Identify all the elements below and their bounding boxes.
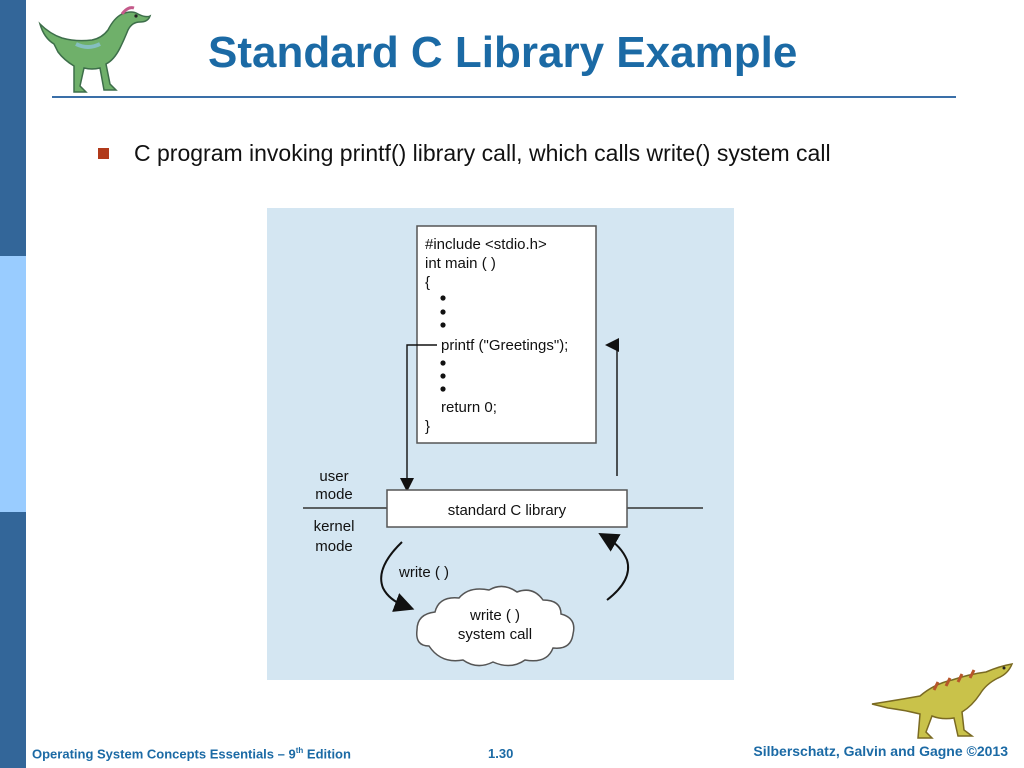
bullet-square-icon <box>98 148 109 159</box>
slide-title: Standard C Library Example <box>208 28 798 77</box>
library-label: standard C library <box>448 502 567 519</box>
syscall-return-arrow-icon <box>598 533 629 601</box>
footer-edition-suffix: Edition <box>303 746 351 762</box>
write-call-label: write ( ) <box>398 564 449 581</box>
footer-edition-text: Operating System Concepts Essentials – 9 <box>32 746 296 762</box>
bullet-text: C program invoking printf() library call… <box>134 140 831 166</box>
code-line-printf: printf ("Greetings"); <box>441 337 568 354</box>
footer-book-title: Operating System Concepts Essentials – 9… <box>32 746 351 761</box>
call-arrow-icon <box>400 344 437 492</box>
footer-edition-sup: th <box>295 746 304 755</box>
footer-copyright: Silberschatz, Galvin and Gagne ©2013 <box>753 743 1008 759</box>
code-line-close-brace: } <box>425 418 430 435</box>
ellipsis-dot-icon <box>440 360 446 366</box>
syscall-label-line1: write ( ) <box>469 607 520 624</box>
left-band-bottom <box>0 512 26 768</box>
library-box <box>386 489 628 528</box>
return-arrow-icon <box>605 338 619 476</box>
user-mode-label-line2: mode <box>315 486 353 503</box>
dinosaur-logo-icon <box>38 6 152 93</box>
code-line-main: int main ( ) <box>425 255 496 272</box>
code-box <box>416 225 597 444</box>
left-band-middle <box>0 256 26 512</box>
library-call-diagram: #include <stdio.h> int main ( ) { printf… <box>267 208 734 680</box>
syscall-label-line2: system call <box>458 626 532 643</box>
left-band-top <box>0 0 26 256</box>
title-divider <box>52 96 956 98</box>
ellipsis-dot-icon <box>440 309 446 315</box>
dinosaur-logo-icon <box>871 663 1014 739</box>
kernel-mode-label-line1: kernel <box>314 518 355 535</box>
bullet-item: C program invoking printf() library call… <box>98 140 831 167</box>
code-line-return: return 0; <box>441 399 497 416</box>
ellipsis-dot-icon <box>440 386 446 392</box>
code-line-include: #include <stdio.h> <box>425 236 547 253</box>
footer-page-number: 1.30 <box>488 746 514 761</box>
code-line-open-brace: { <box>425 274 430 291</box>
kernel-mode-label-line2: mode <box>315 538 353 555</box>
system-call-cloud <box>416 585 575 667</box>
ellipsis-dot-icon <box>440 373 446 379</box>
write-call-arrow-icon <box>380 541 415 612</box>
ellipsis-dot-icon <box>440 295 446 301</box>
ellipsis-dot-icon <box>440 322 446 328</box>
user-mode-label-line1: user <box>319 468 348 485</box>
